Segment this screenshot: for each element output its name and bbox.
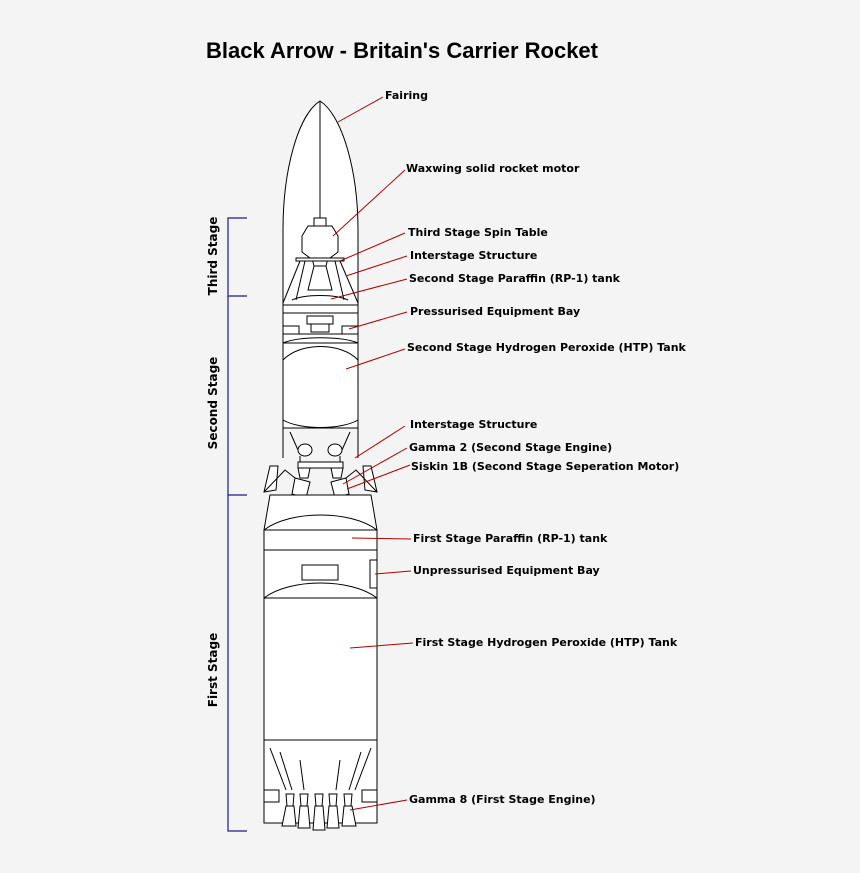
label-first-htp: First Stage Hydrogen Peroxide (HTP) Tank: [415, 636, 678, 649]
second-stage-top-ring: [282, 304, 359, 314]
gamma8-engines-shape: [263, 739, 378, 831]
part-labels: Fairing Waxwing solid rocket motor Third…: [385, 89, 687, 806]
first-stage-bracket: [227, 495, 247, 832]
first-stage-label: First Stage: [206, 633, 220, 708]
third-stage-bracket: [227, 217, 247, 297]
gamma8-nozzles: [281, 793, 357, 831]
label-first-paraffin: First Stage Paraffin (RP-1) tank: [413, 532, 608, 545]
label-second-htp: Second Stage Hydrogen Peroxide (HTP) Tan…: [407, 341, 687, 354]
second-stage-label: Second Stage: [206, 357, 220, 450]
label-equipment-bay: Pressurised Equipment Bay: [410, 305, 580, 318]
siskin-motors-shape: [263, 465, 378, 499]
label-waxwing: Waxwing solid rocket motor: [406, 162, 580, 175]
third-stage-label: Third Stage: [206, 217, 220, 296]
second-paraffin-tank-shape: [282, 337, 359, 344]
label-interstage-lower: Interstage Structure: [410, 418, 537, 431]
diagram-title: Black Arrow - Britain's Carrier Rocket: [206, 38, 599, 63]
label-spin-table: Third Stage Spin Table: [408, 226, 548, 239]
label-unpressurised-bay: Unpressurised Equipment Bay: [413, 564, 600, 577]
first-stage-adapter: [263, 494, 378, 531]
label-interstage-upper: Interstage Structure: [410, 249, 537, 262]
second-htp-tank-shape: [282, 342, 359, 429]
label-second-paraffin: Second Stage Paraffin (RP-1) tank: [409, 272, 621, 285]
waxwing-motor-shape: [301, 217, 339, 291]
spin-table-shape: [282, 257, 359, 304]
first-htp-tank-shape: [263, 582, 378, 750]
label-siskin: Siskin 1B (Second Stage Seperation Motor…: [411, 460, 679, 473]
equipment-bay-shape: [282, 312, 359, 344]
leader-lines: [330, 96, 414, 811]
unpressurised-bay-shape: [263, 549, 378, 599]
label-gamma2: Gamma 2 (Second Stage Engine): [409, 441, 612, 454]
gamma2-engines-shape: [282, 428, 359, 479]
second-stage-bracket: [227, 296, 247, 496]
stage-brackets: [227, 217, 247, 832]
label-gamma8: Gamma 8 (First Stage Engine): [409, 793, 596, 806]
rocket-body: [263, 100, 378, 831]
label-fairing: Fairing: [385, 89, 428, 102]
